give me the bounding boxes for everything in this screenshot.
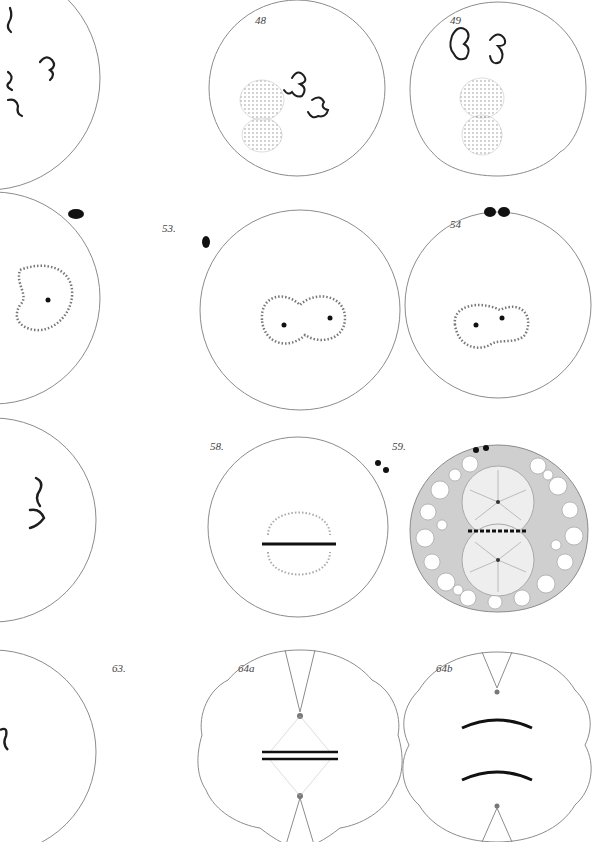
figure-number: 54	[450, 218, 461, 230]
figure-number: 59.	[392, 440, 406, 452]
figure-number: 64a	[238, 662, 255, 674]
figure-number: 63.	[112, 662, 126, 674]
figure-number: 53.	[162, 222, 176, 234]
figure-number: 49	[450, 14, 461, 26]
figure-number: 48	[255, 14, 266, 26]
figure-number: 64b	[436, 662, 453, 674]
figure-number: 58.	[210, 440, 224, 452]
